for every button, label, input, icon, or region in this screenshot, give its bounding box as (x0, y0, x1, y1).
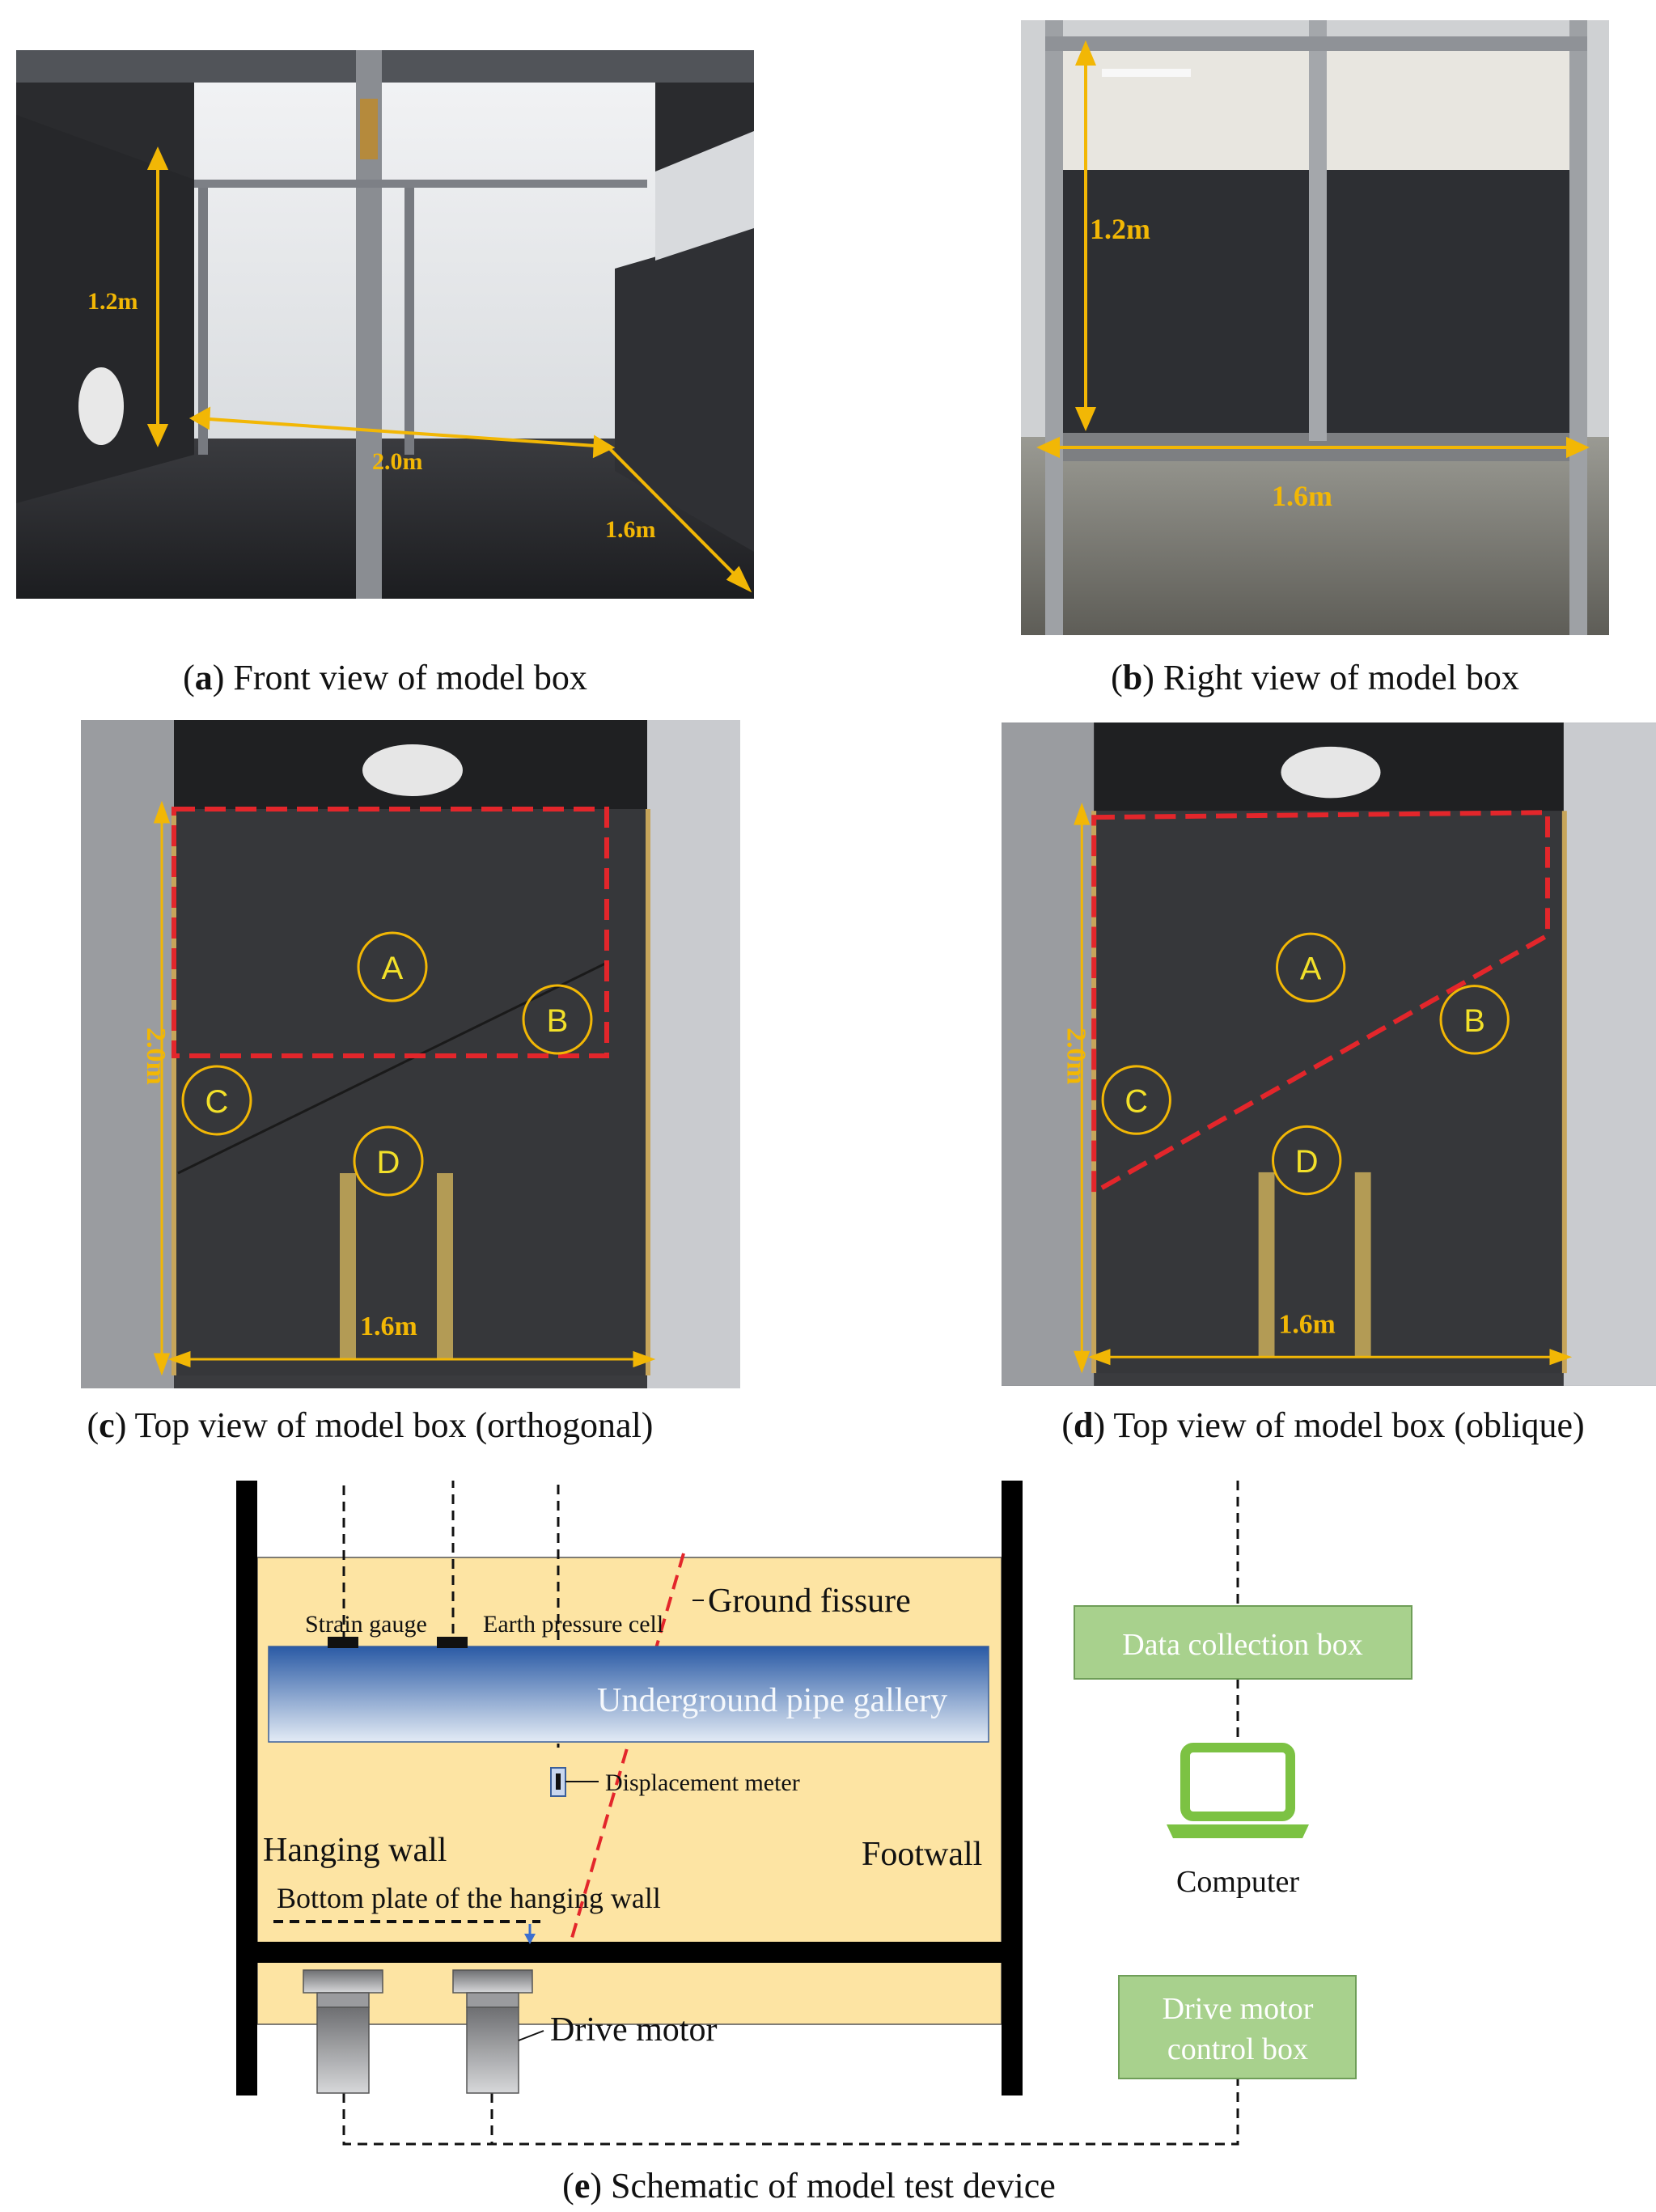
footwall-label: Footwall (862, 1836, 982, 1873)
computer-label: Computer (1176, 1865, 1299, 1899)
left-wall (236, 1481, 257, 2095)
photo-front-view: 1.2m 2.0m 1.6m (16, 50, 754, 599)
marker-c: C (1124, 1083, 1148, 1119)
displacement-meter-label: Displacement meter (605, 1769, 800, 1796)
computer-icon (1167, 1743, 1309, 1838)
caption-d: (d) Top view of model box (oblique) (1061, 1405, 1585, 1445)
dim-width-label: 1.6m (1272, 480, 1332, 512)
photo-right-view: 1.2m 1.6m (1021, 20, 1609, 635)
dim-depth-label: 1.6m (605, 516, 656, 543)
dim-width-label: 1.6m (360, 1312, 417, 1341)
caption-a: (a) Front view of model box (183, 658, 587, 697)
caption-c: (c) Top view of model box (orthogonal) (87, 1405, 654, 1445)
dim-width-label: 1.6m (1278, 1309, 1335, 1339)
marker-a: A (382, 951, 404, 986)
drive-motor-control-box (1118, 1975, 1357, 2079)
dim-width-label: 2.0m (372, 448, 423, 475)
control-box-label-line1: Drive motor (1163, 1992, 1314, 2026)
hanging-wall-label: Hanging wall (263, 1832, 447, 1869)
bottom-plate-label: Bottom plate of the hanging wall (277, 1882, 661, 1914)
pipe-gallery-label: Underground pipe gallery (597, 1682, 947, 1719)
strain-gauge-label: Strain gauge (305, 1611, 427, 1638)
dim-length-label: 2.0m (1061, 1028, 1091, 1084)
dim-length-label: 2.0m (141, 1028, 171, 1085)
caption-e: (e) Schematic of model test device (562, 2166, 1056, 2206)
data-collection-box-label: Data collection box (1122, 1628, 1363, 1662)
photo-top-view-orthogonal: A B C D 2.0m 1.6m (81, 720, 740, 1388)
drive-motor-label: Drive motor (550, 2011, 717, 2049)
drive-motor-1 (303, 1969, 383, 2094)
photo-top-view-oblique: A B C D 2.0m 1.6m (1002, 720, 1656, 1388)
marker-d: D (377, 1145, 400, 1180)
marker-b: B (1463, 1003, 1484, 1039)
earth-pressure-cell-label: Earth pressure cell (483, 1611, 663, 1638)
strain-gauge-icon (328, 1637, 358, 1648)
right-wall (1002, 1481, 1023, 2095)
dim-height-label: 1.2m (87, 288, 138, 315)
marker-c: C (205, 1084, 229, 1120)
pressure-cell-icon (437, 1637, 468, 1648)
base-plate (236, 1942, 1023, 1963)
caption-b: (b) Right view of model box (1111, 658, 1519, 697)
dim-height-label: 1.2m (1090, 213, 1150, 245)
ground-fissure-label: Ground fissure (708, 1583, 911, 1620)
schematic-model-test-device: Ground fissure Strain gauge Earth pressu… (236, 1481, 1412, 2146)
marker-d: D (1295, 1144, 1319, 1180)
marker-b: B (547, 1003, 569, 1039)
control-box-label-line2: control box (1167, 2032, 1308, 2066)
data-collection-box (1074, 1605, 1412, 1680)
pipe-gallery (268, 1646, 989, 1743)
drive-motor-2 (452, 1969, 533, 2094)
marker-a: A (1300, 951, 1322, 987)
